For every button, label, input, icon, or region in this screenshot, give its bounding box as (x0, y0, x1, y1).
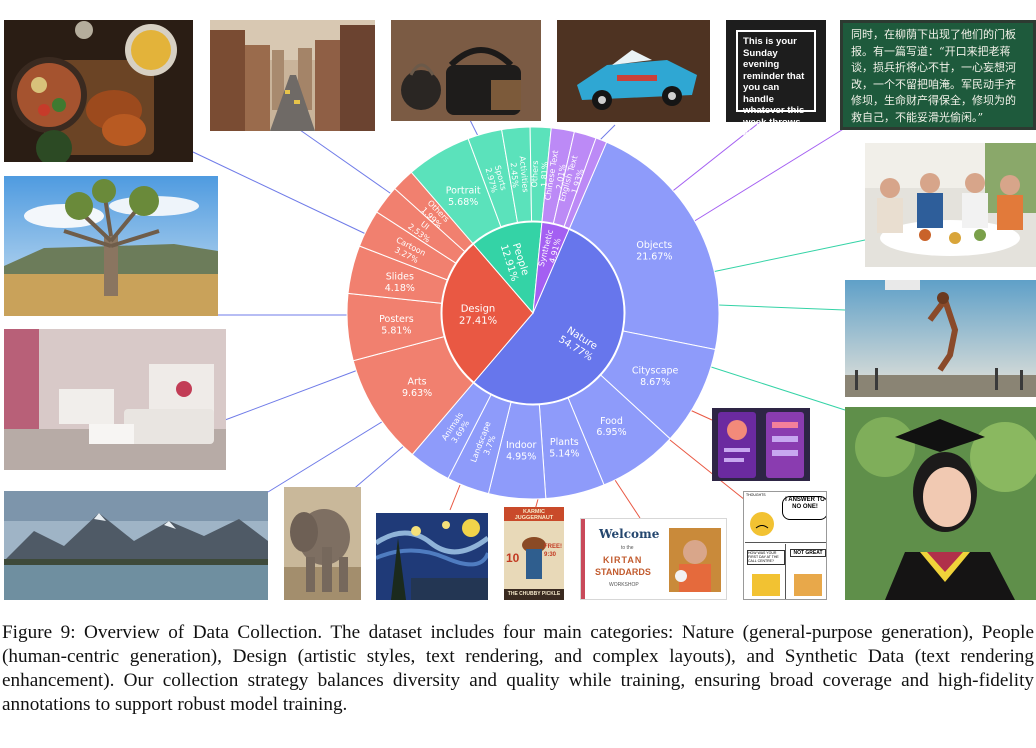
connector-arts (449, 484, 461, 511)
sunday-reminder-text: This is your Sunday evening reminder tha… (743, 36, 805, 139)
slide-title2-text: STANDARDS (595, 567, 651, 577)
slide-image: Welcome to the KIRTAN STANDARDS WORKSHOP (580, 518, 727, 600)
chinese-text-board: 同时，在柳荫下出现了他们的门板报。有一篇写道：“开口来把老蒋谈，损兵折将心不甘，… (840, 20, 1036, 130)
ui-screens-image (712, 408, 810, 481)
figure-caption: Figure 9: Overview of Data Collection. T… (2, 622, 1034, 715)
starry-night-image (376, 513, 488, 600)
connector-landscape (267, 419, 386, 493)
inner-ring (441, 221, 625, 405)
food-image (4, 20, 193, 162)
basketball-image (845, 280, 1036, 397)
family-dinner-image (865, 143, 1036, 267)
cityscape-image (210, 20, 375, 131)
elephant-image (284, 487, 361, 600)
poster-top-text: KARMIC JUGGERNAUT (514, 509, 554, 521)
slide-welcome-text: Welcome (599, 527, 660, 541)
indoor-room-image (4, 329, 226, 470)
toy-car-image (557, 20, 710, 122)
connector-activities (711, 239, 866, 273)
graduation-portrait-image (845, 407, 1036, 600)
chinese-text: 同时，在柳荫下出现了他们的门板报。有一篇写道：“开口来把老蒋谈，损兵折将心不甘，… (851, 28, 1016, 124)
comic-top-label: THOUGHTS (746, 493, 766, 497)
baobab-landscape-image (4, 176, 218, 316)
connector-slides (614, 479, 641, 519)
mountain-lake-image (4, 491, 268, 600)
slide-workshop-text: WORKSHOP (609, 582, 639, 588)
inner-slice-people (472, 221, 543, 315)
connector-food (192, 151, 369, 236)
connector-indoor (224, 369, 359, 421)
comic-question-text: HOW WAS YOUR FIRST DAY AT THE CALL CENTR… (747, 550, 785, 565)
connector-animals (349, 444, 406, 493)
comic-answer-text: NOT GREAT (790, 549, 826, 557)
poster-right-text: FREE! 9:30 (544, 544, 562, 558)
connector-cityscape (299, 129, 401, 201)
inner-slice-design (441, 243, 534, 383)
slide-to-text: to the (621, 545, 634, 551)
sunday-reminder-card: This is your Sunday evening reminder tha… (726, 20, 826, 139)
connector-ui (689, 409, 713, 421)
poster-bottom-text: THE CHUBBY PICKLE (507, 591, 561, 597)
handbag-image (391, 20, 541, 121)
poster-left-number: 10 (506, 551, 520, 565)
slide-title1-text: KIRTAN (603, 555, 643, 565)
outer-slice-0-objects (568, 141, 720, 351)
comic-image: THOUGHTS I ANSWER TO NO ONE! HOW WAS YOU… (743, 491, 827, 600)
connector-sports (717, 304, 846, 311)
connector-chinese (679, 127, 846, 231)
outer-label-16-others: Others1.81% (530, 160, 550, 188)
comic-bubble-text: I ANSWER TO NO ONE! (782, 496, 826, 520)
outer-slice-19-unlabeled (563, 137, 608, 230)
inner-slice-synthetic (532, 221, 570, 314)
poster-image: KARMIC JUGGERNAUT 10 FREE! 9:30 THE CHUB… (504, 507, 564, 600)
connector-portrait (704, 364, 846, 411)
outer-ring (346, 126, 720, 500)
connector-cartoon (669, 439, 746, 501)
outer-label-15-activities: Activities2.45% (508, 156, 530, 194)
inner-slice-nature (473, 228, 625, 405)
connector-objects-car (599, 124, 616, 141)
